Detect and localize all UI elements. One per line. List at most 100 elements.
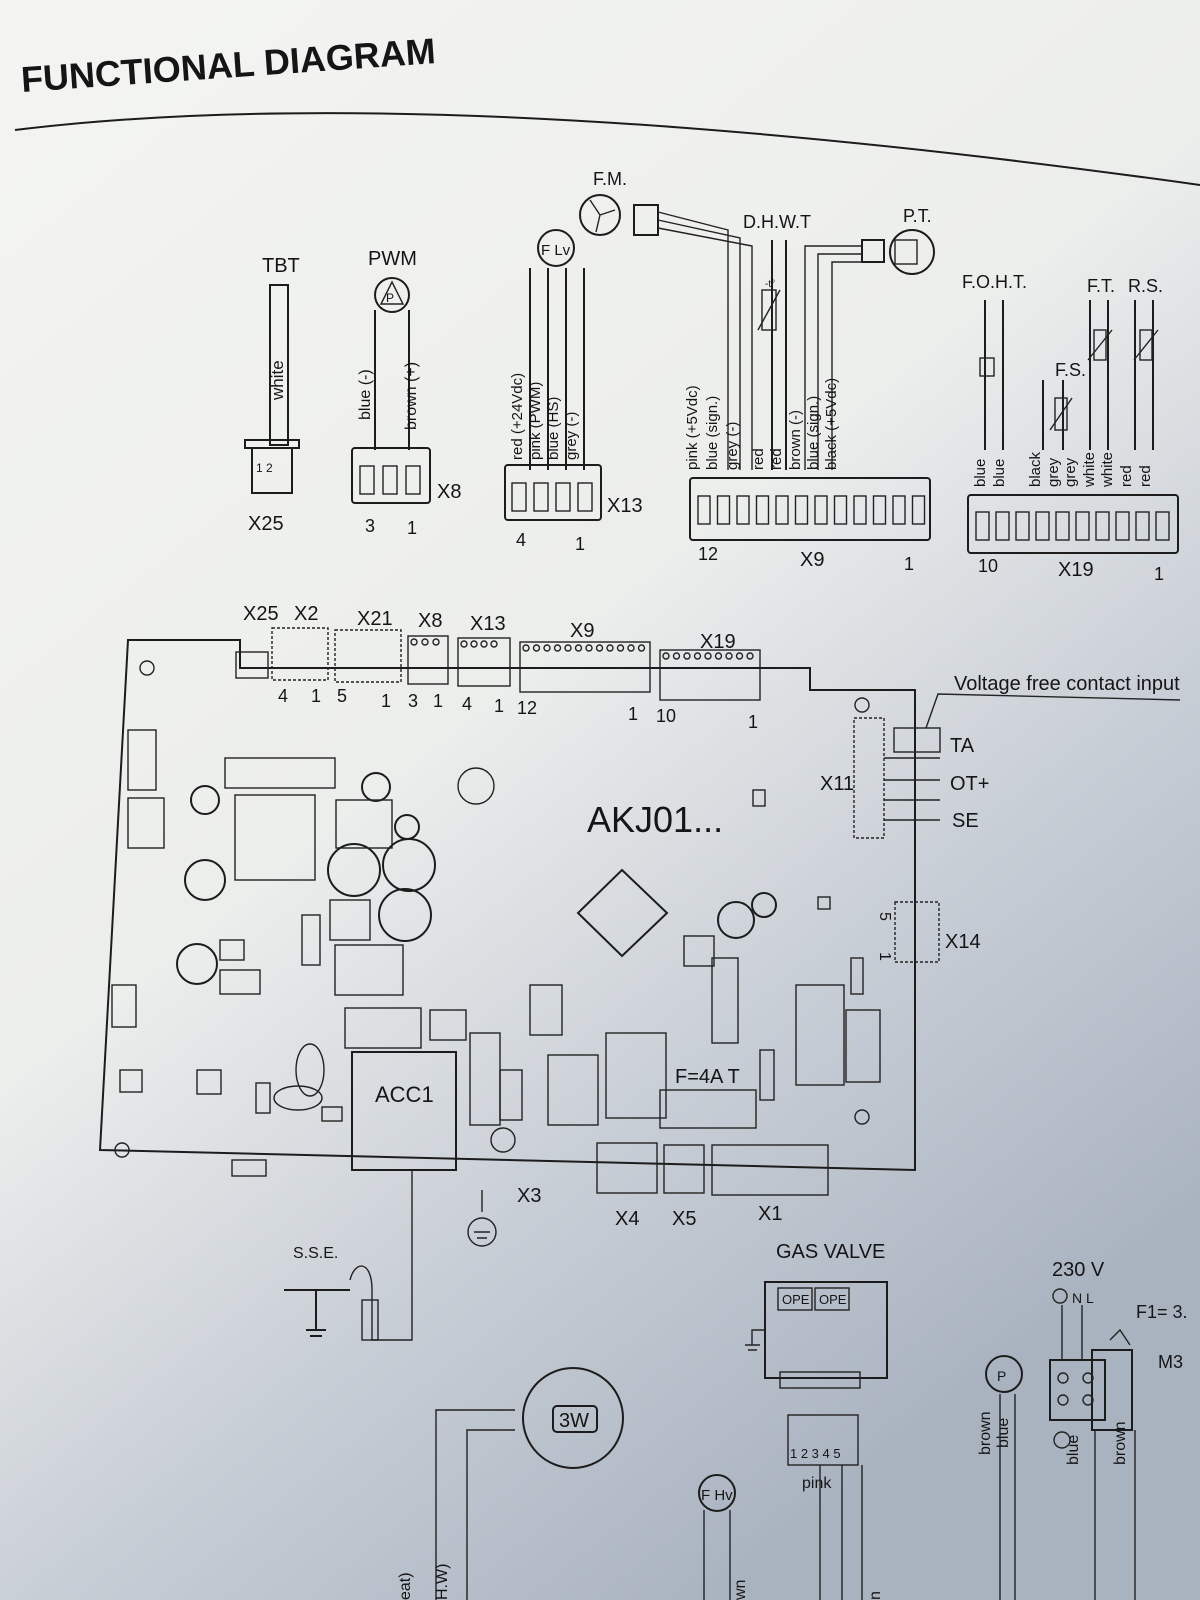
header-pin-dot [683,652,691,660]
x19-pin [1015,511,1030,541]
x9-pin [814,495,828,525]
header-pin-dot [616,644,625,652]
x19-wire-4: grey [1045,457,1062,487]
x9-wire-2: blue (sign.) [704,396,721,470]
board-model: AKJ01... [587,799,723,840]
x19-pin [1055,511,1070,541]
x19-label: X19 [1058,559,1094,581]
x19-pin [1135,511,1150,541]
x1-label: X1 [758,1203,782,1225]
board-header-x13: X13 [470,613,506,635]
x19-wire-1: blue [972,459,989,487]
fuse-f1-label: F1= 3. [1136,1302,1188,1322]
board-pin-1: 4 [278,686,288,706]
board-pin-11: 10 [656,706,676,726]
x8-wire-blue: blue (-) [357,369,374,420]
x9-pin [853,495,867,525]
x9-pin [697,495,711,525]
x19-pin [1035,511,1050,541]
x9-wire-6: brown (-) [787,410,804,470]
x11-label: X11 [820,773,854,795]
board-pin-12: 1 [748,712,758,732]
acc-label: ACC1 [375,1082,434,1107]
x9-wire-3: grey (-) [724,422,741,470]
mains-wire-blue: blue [1065,1435,1082,1465]
voltage-label: 230 V [1052,1259,1105,1281]
dhw-sensor: D.H.W.T -t° [743,212,811,470]
x19-pin [1075,511,1090,541]
x13-wire-pink: pink (PWM) [527,382,544,460]
header-pin-dot [532,644,541,652]
fm-label: F.M. [593,169,627,189]
x9-pin [716,495,731,525]
x19-wire-3: black [1027,451,1044,487]
nl-label: N L [1072,1290,1094,1306]
x19-pin [975,511,990,541]
pump-symbol: P [997,1368,1006,1384]
header-pin-dot [564,644,572,652]
header-pin-dot [735,652,744,660]
x14-label: X14 [945,931,981,953]
x13-label: X13 [607,495,643,517]
flv-flowmeter: F Lv red (+24Vdc) pink (PWM) blue (HS) g… [504,229,643,554]
pwm-pump-symbol: P [386,291,394,305]
tbt-label: TBT [262,255,300,277]
pt-label: P.T. [903,206,932,226]
header-pin-dot [714,652,723,660]
x13-end-1: 1 [575,534,585,554]
header-pin-dot [637,644,646,652]
header-pin-dot [490,640,498,648]
x9-pin [872,495,887,525]
x19-block: blue blue black grey grey white white re… [967,451,1179,584]
three-way-label: 3W [559,1410,589,1432]
header-pin-dot [595,644,604,652]
header-pin-dot [662,652,670,660]
pump-wire-blue: blue [995,1418,1012,1448]
ope-2: OPE [819,1292,847,1307]
x9-pin [794,495,809,525]
board-pin-10: 1 [628,704,638,724]
dhwt-temp-symbol: -t° [765,279,775,290]
x13-wire-red: red (+24Vdc) [509,373,526,460]
x5-label: X5 [672,1208,696,1230]
board-header-x19: X19 [700,631,736,653]
header-pin-dot [693,652,702,660]
x9-pin [736,495,750,525]
board-pin-2: 1 [311,686,321,706]
header-pin-dot [421,638,429,646]
board-pin-8: 1 [494,696,504,716]
wire-hw: H.W) [434,1564,451,1600]
x19-pin [1155,511,1170,541]
x19-wire-5: grey [1062,457,1079,487]
board-header-x8: X8 [418,610,442,632]
ope-1: OPE [782,1292,810,1307]
fhv-label: F Hv [701,1487,733,1504]
wire-eat: eat) [397,1572,414,1600]
x9-pin [911,495,926,525]
x19-pin [1115,511,1130,541]
x14-pin-5: 5 [876,912,893,921]
pwm-label: PWM [368,248,417,270]
wire-wn: wn [732,1580,749,1600]
board-pin-3: 5 [337,686,347,706]
x25-label: X25 [248,513,284,535]
header-pin-dot [606,644,614,652]
x4-label: X4 [615,1208,639,1230]
board-pin-9: 12 [517,698,537,718]
header-pin-dot [432,638,440,646]
x25-pin-labels: 1 2 [256,461,273,475]
x9-wire-7: blue (sign.) [805,396,822,470]
x19-wire-8: red [1118,465,1135,487]
header-pin-dot [585,644,593,652]
right-sensors: F.O.H.T. F.T. R.S. F.S. [962,272,1163,450]
x9-pin [833,495,848,525]
x3-label: X3 [517,1185,541,1207]
board-pin-5: 3 [408,691,418,711]
ta-label: TA [950,735,975,757]
header-pin-dot [470,640,478,648]
pump-wire-brown: brown [977,1411,994,1455]
dhwt-label: D.H.W.T [743,212,811,232]
board-header-x25: X25 [243,603,279,625]
bottom-components: S.S.E. GAS VALVE OPE OPE 1 2 3 4 5 pink … [284,1170,1188,1600]
